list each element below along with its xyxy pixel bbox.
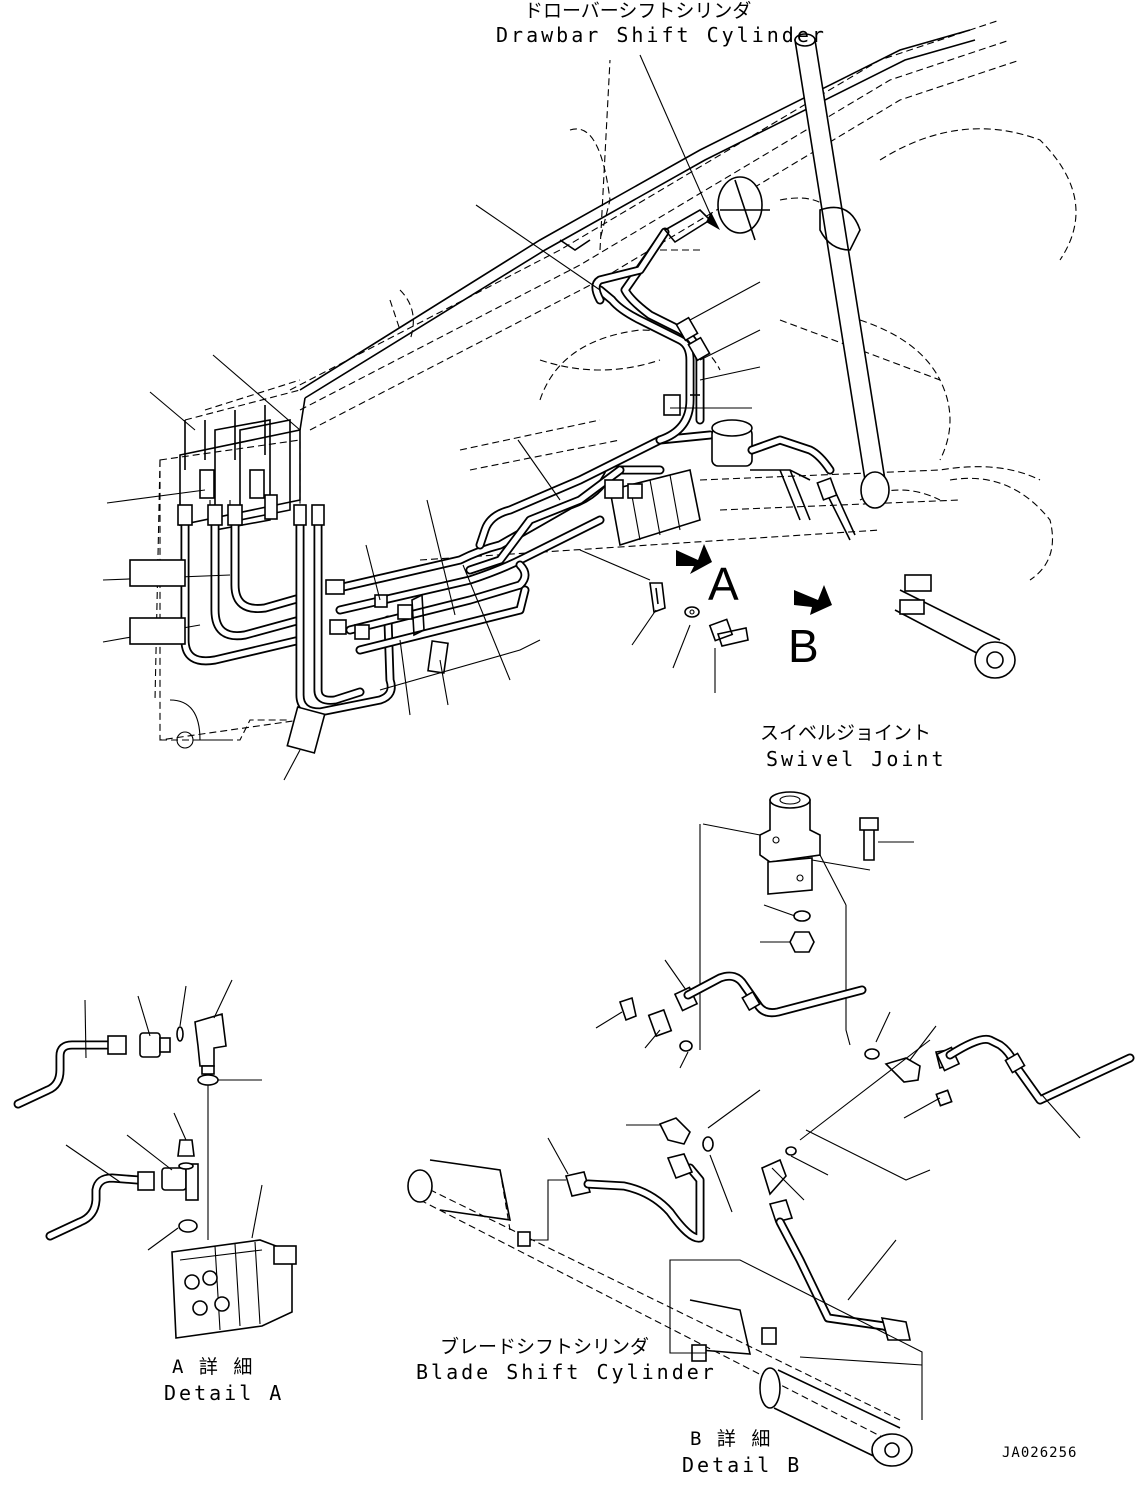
drawbar-cylinder-label: Drawbar Shift Cylinder <box>496 23 827 47</box>
detail-b-view <box>407 791 1135 1467</box>
detail-a-label-jp: A 詳 細 <box>172 1356 255 1378</box>
drawbar-cylinder-label-jp: ドローバーシフトシリンダ <box>524 0 752 22</box>
blade-cylinder-label-jp: ブレードシフトシリンダ <box>440 1336 650 1358</box>
view-b-letter: B <box>788 620 819 672</box>
view-a-letter: A <box>708 558 739 610</box>
detail-b-label-jp: B 詳 細 <box>690 1428 773 1450</box>
swivel-joint-label-jp: スイベルジョイント <box>760 722 932 744</box>
main-assembly-view <box>102 19 1077 781</box>
detail-b-label: Detail B <box>682 1453 803 1477</box>
swivel-joint-label: Swivel Joint <box>766 747 947 771</box>
detail-a-view <box>13 979 297 1339</box>
drawing-number: JA026256 <box>1002 1445 1078 1461</box>
blade-cylinder-label: Blade Shift Cylinder <box>416 1360 717 1384</box>
detail-a-label: Detail A <box>164 1381 285 1405</box>
